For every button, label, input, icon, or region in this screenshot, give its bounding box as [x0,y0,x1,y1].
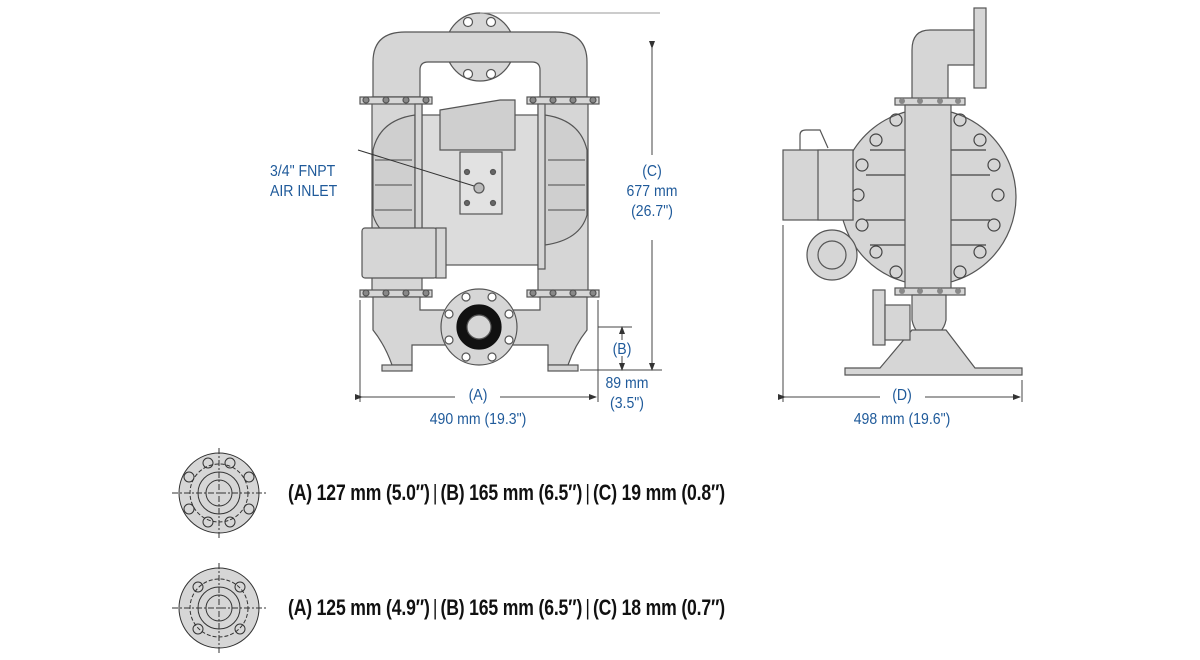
separator: | [585,480,590,505]
separator: | [585,595,590,620]
air-inlet-label: 3/4" FNPT AIR INLET [270,162,337,202]
dim-b-value: 89 mm (3.5") [596,374,658,414]
side-discharge-flange [973,7,987,89]
flange-8-bolt-icon [172,448,266,538]
dim-d-value: 498 mm (19.6") [853,411,951,428]
dim-c-inch: (26.7") [631,203,673,220]
dim-b-inch: (3.5") [610,395,644,412]
front-view-pump [359,12,600,372]
side-dimension-lines [778,225,1023,402]
flange-spec-a: (A) 125 mm (4.9″) [288,595,430,620]
dim-d-letter: (D) [892,387,912,404]
dim-c-mm: 677 mm [626,183,678,200]
side-view-pump [782,7,1023,376]
muffler [361,227,438,279]
flange-spec-row: (A) 127 mm (5.0″)|(B) 165 mm (6.5″)|(C) … [288,480,725,506]
dim-b-mm: 89 mm [605,375,649,392]
flange-spec-c: (C) 19 mm (0.8″) [592,480,726,505]
dim-a-value: 490 mm (19.3") [429,411,527,428]
flange-spec-b: (B) 165 mm (6.5″) [440,595,583,620]
dim-b-letter: (B) [612,341,632,358]
air-inlet-leader [357,149,475,187]
dim-a-letter: (A) [468,387,488,404]
flange-spec-a: (A) 127 mm (5.0″) [288,480,430,505]
air-inlet-label-line2: AIR INLET [270,183,338,200]
front-dimension-lines [355,12,662,402]
flange-spec-b: (B) 165 mm (6.5″) [440,480,583,505]
separator: | [432,480,438,505]
flange-spec-c: (C) 18 mm (0.7″) [592,595,726,620]
air-inlet-label-line1: 3/4" FNPT [270,163,336,180]
air-inlet-port [473,182,485,194]
flange-4-bolt-icon [172,563,266,653]
flange-spec-row: (A) 125 mm (4.9″)|(B) 165 mm (6.5″)|(C) … [288,595,725,621]
separator: | [432,595,438,620]
dim-c-label: (C) 677 mm (26.7") [617,162,687,222]
dim-c-letter: (C) [642,163,662,180]
